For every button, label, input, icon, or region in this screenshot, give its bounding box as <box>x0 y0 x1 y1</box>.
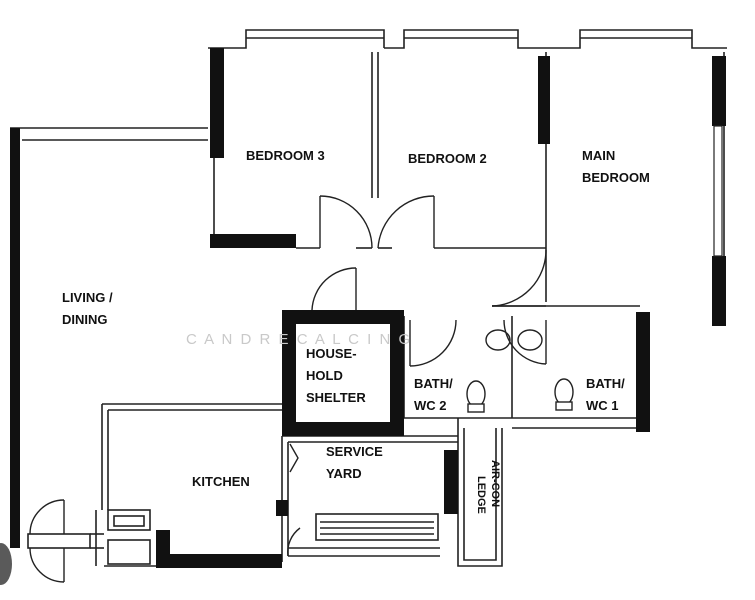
service-yard-label-2: YARD <box>326 466 362 481</box>
watermark-text: C A N D R E C A L C I N G <box>186 331 412 348</box>
solid-walls <box>10 48 726 568</box>
side-window <box>713 125 723 257</box>
aircon-ledge-label-2: LEDGE <box>475 476 487 514</box>
main-bedroom-label-2: BEDROOM <box>582 170 650 185</box>
bath-wc-2-label-2: WC 2 <box>414 398 447 413</box>
service-yard-label-1: SERVICE <box>326 444 383 459</box>
bath-wc-2-label-1: BATH/ <box>414 376 453 391</box>
shelter-label-3: SHELTER <box>306 390 366 405</box>
living-dining-label-1: LIVING / <box>62 290 113 305</box>
bath-fixtures <box>466 329 574 413</box>
bedroom-3-label: BEDROOM 3 <box>246 148 325 163</box>
main-bedroom-label-1: MAIN <box>582 148 615 163</box>
walls <box>10 29 727 567</box>
living-dining-label-2: DINING <box>62 312 108 327</box>
room-labels: BEDROOM 3 BEDROOM 2 MAIN BEDROOM LIVING … <box>62 148 650 514</box>
bedroom-2-label: BEDROOM 2 <box>408 151 487 166</box>
shelter-label-1: HOUSE- <box>306 346 357 361</box>
aircon-ledge-label-1: AIR-CON <box>489 460 501 507</box>
bath-wc-1-label-2: WC 1 <box>586 398 619 413</box>
doors <box>29 195 547 583</box>
bath-wc-1-label-1: BATH/ <box>586 376 625 391</box>
shelter-label-2: HOLD <box>306 368 343 383</box>
edge-dot <box>0 543 12 585</box>
kitchen-label: KITCHEN <box>192 474 250 489</box>
